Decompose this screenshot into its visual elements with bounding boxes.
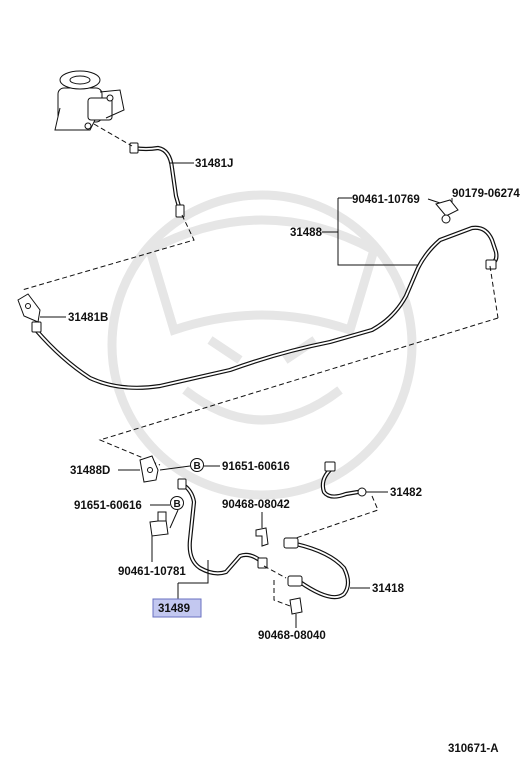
pipe-31481b: [31, 225, 499, 390]
label-90461-10781: 90461-10781: [118, 566, 186, 578]
master-cylinder: [54, 70, 125, 131]
leader-bolt-bottom: [169, 509, 179, 529]
label-91651-60616-top: 91651-60616: [222, 461, 290, 473]
dashed-link-3: [98, 317, 499, 466]
label-90468-08040: 90468-08040: [258, 630, 326, 642]
bracket-31489: [178, 560, 209, 584]
bolt-marker-top: B: [190, 458, 204, 472]
bolt-marker-bottom-label: B: [174, 499, 181, 510]
label-31481j: 31481J: [195, 158, 233, 170]
bracket-31481b: [17, 293, 41, 323]
label-31481b: 31481B: [68, 312, 108, 324]
label-31488: 31488: [290, 227, 323, 239]
label-31418: 31418: [372, 583, 405, 595]
label-31489: 31489: [158, 603, 190, 615]
clip-90461-10781: [149, 511, 169, 537]
label-31488d: 31488D: [70, 465, 110, 477]
dashed-link-6: [263, 565, 287, 579]
bracket-leader-31488: [337, 198, 418, 266]
pipe-31482: [320, 461, 367, 499]
hose-31418: [283, 537, 351, 600]
pipe-31481j: [129, 142, 185, 218]
bolt-marker-bottom: B: [170, 496, 184, 510]
watermark-emblem: [107, 190, 417, 500]
leader-bolt-top: [159, 465, 191, 471]
dashed-link-7: [273, 580, 291, 607]
label-31482: 31482: [390, 487, 422, 499]
bolt-marker-top-label: B: [194, 461, 201, 472]
clip-90468-08042: [255, 527, 269, 547]
label-90179-06274: 90179-06274: [452, 188, 520, 200]
clip-90461-10769: [435, 199, 459, 224]
dashed-link-1: [93, 123, 133, 147]
highlight-31489: [152, 598, 202, 618]
leader-90461-10769: [427, 198, 441, 204]
label-91651-60616-bottom: 91651-60616: [74, 500, 142, 512]
label-90468-08042: 90468-08042: [222, 499, 290, 511]
label-90461-10769: 90461-10769: [352, 194, 420, 206]
dashed-link-2: [21, 214, 195, 291]
dashed-link-5: [289, 495, 379, 541]
bracket-31488d: [139, 455, 159, 483]
clip-90468-08040: [289, 597, 303, 615]
dashed-link-4: [489, 265, 499, 319]
pipe-31489: [177, 478, 268, 576]
diagram-code: 310671-A: [448, 743, 499, 755]
